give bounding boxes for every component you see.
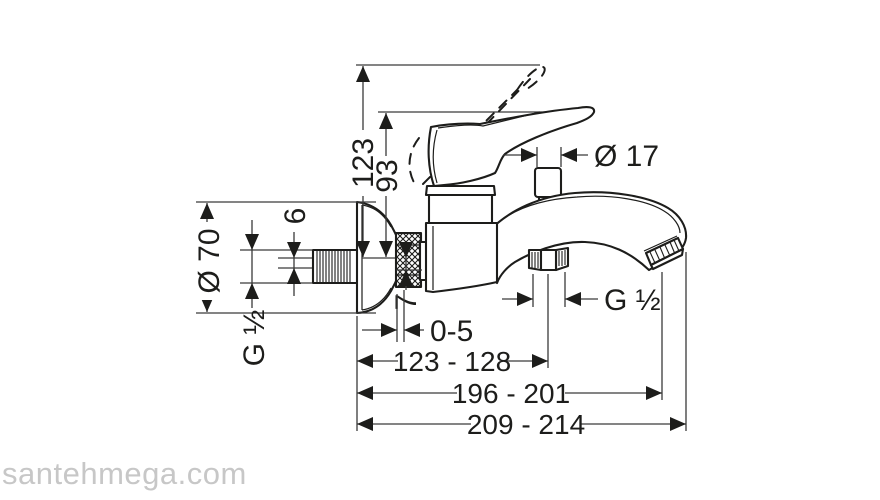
dim-span-123-128: 123 - 128 [356,274,549,431]
cartridge-collar [427,193,494,225]
dim-height-93: 93 [371,113,404,257]
dim-clearance-6: 6 [278,208,312,296]
dim-label-123-128: 123 - 128 [393,346,511,377]
dimensions: 123 93 Ø 70 G ½ [193,66,687,440]
dim-label-93: 93 [371,159,404,192]
spout [488,191,688,285]
reference-lines [356,64,592,113]
dim-span-196-201: 196 - 201 [357,272,663,409]
aerator-hatch [649,239,680,264]
dim-offset-7: 7 [390,242,423,310]
dim-wall-thread: G ½ [238,220,312,366]
dim-label-dia-17: Ø 17 [594,140,659,173]
dim-escutcheon-diameter: Ø 70 [193,201,376,314]
dim-label-6: 6 [279,208,312,225]
aerator-outlet [643,235,685,271]
dim-label-0-5: 0-5 [430,315,473,348]
shower-hose-fitting [527,246,570,272]
dim-label-g12-left: G ½ [238,310,271,367]
dim-adjustment-0-5: 0-5 [362,290,473,348]
watermark: santehmega.com [2,456,247,491]
wall-thread-pipe [311,248,359,285]
lever-handle [427,106,596,188]
dim-label-dia-70: Ø 70 [193,228,226,293]
handle-skirt [424,184,497,197]
dim-label-196-201: 196 - 201 [452,378,570,409]
dim-label-209-214: 209 - 214 [467,409,585,440]
mixer-body [424,221,499,294]
dim-outlet-thread: G ½ [502,272,661,317]
dim-label-g12-right: G ½ [604,284,661,317]
dim-knob-diameter: Ø 17 [503,140,659,173]
dim-span-209-214: 209 - 214 [357,252,687,440]
thread-hatch [316,251,351,282]
dim-label-7: 7 [390,294,423,311]
